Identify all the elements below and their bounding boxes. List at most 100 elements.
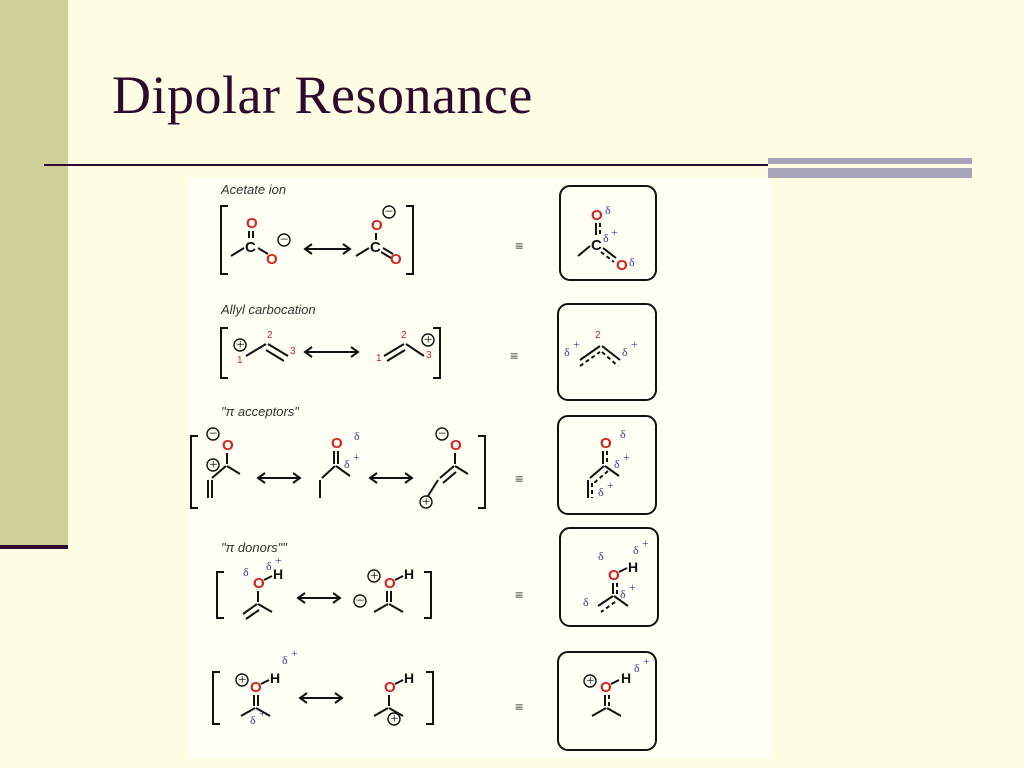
row-label-allyl: Allyl carbocation	[220, 302, 316, 317]
bond	[373, 603, 389, 613]
carbon-number: 2	[267, 330, 273, 341]
partial-charge: δ	[282, 653, 288, 667]
atom-oxygen: O	[246, 215, 258, 232]
bracket-right	[424, 571, 432, 619]
bond	[335, 465, 351, 477]
hybrid-box	[557, 651, 657, 751]
positive-charge	[235, 673, 249, 687]
bond	[242, 603, 258, 615]
negative-charge-sign: −	[385, 204, 393, 220]
positive-charge	[233, 338, 247, 352]
bond	[604, 465, 620, 477]
negative-charge	[382, 205, 396, 219]
partial-charge: δ	[598, 549, 604, 563]
bracket-left	[216, 571, 224, 619]
partial-charge: δ	[629, 255, 635, 269]
partial-bond	[593, 470, 609, 484]
atom-oxygen: O	[450, 437, 462, 454]
bond	[606, 707, 622, 717]
positive-charge-sign: +	[390, 711, 398, 727]
bond	[355, 247, 370, 257]
positive-charge	[583, 674, 597, 688]
positive-charge-sign: +	[209, 457, 217, 473]
slide-title: Dipolar Resonance	[112, 65, 533, 125]
carbon-number: 2	[401, 330, 407, 341]
carbon-number: 1	[237, 355, 243, 366]
partial-charge-sign: +	[629, 580, 636, 594]
partial-charge: δ	[634, 661, 640, 675]
atom-carbon: C	[591, 237, 602, 254]
atom-oxygen: O	[384, 575, 396, 592]
bracket-right	[478, 435, 486, 509]
hybrid-box	[559, 527, 659, 627]
equivalence-symbol: ≡	[515, 472, 523, 488]
resonance-arrow	[303, 346, 360, 358]
atom-oxygen: O	[253, 575, 265, 592]
bond	[257, 603, 273, 613]
atom-oxygen: O	[600, 435, 612, 452]
partial-charge: δ	[564, 345, 570, 359]
bond	[265, 349, 285, 362]
atom-oxygen: O	[591, 207, 603, 224]
positive-charge	[387, 712, 401, 726]
atom-oxygen: O	[384, 679, 396, 696]
resonance-arrow	[256, 472, 302, 484]
row-label-acetate: Acetate ion	[220, 182, 286, 197]
atom-hydrogen: H	[628, 559, 638, 575]
row-label-pi-donors: "π donors""	[221, 540, 288, 555]
partial-bond	[600, 601, 616, 613]
atom-oxygen: O	[222, 437, 234, 454]
negative-charge	[277, 233, 291, 247]
bond	[388, 603, 404, 613]
positive-charge-sign: +	[586, 673, 594, 689]
bond	[579, 345, 601, 361]
partial-charge-sign: +	[259, 706, 266, 720]
atom-oxygen: O	[331, 435, 343, 452]
bond	[211, 465, 227, 479]
bond	[394, 679, 404, 685]
bond	[613, 595, 629, 607]
partial-bond	[600, 251, 615, 263]
bond	[267, 343, 289, 357]
positive-charge-sign: +	[238, 672, 246, 688]
bond	[373, 707, 389, 717]
partial-charge-sign: +	[642, 536, 649, 550]
negative-charge	[353, 594, 367, 608]
partial-charge: δ	[354, 429, 360, 443]
bond	[454, 465, 469, 475]
atom-carbon: C	[245, 239, 256, 256]
partial-charge-sign: +	[573, 337, 580, 351]
partial-charge: δ	[620, 587, 626, 601]
bond	[321, 465, 336, 479]
atom-oxygen: O	[371, 217, 383, 234]
bond	[601, 345, 621, 361]
carbon-number: 3	[290, 346, 296, 357]
carbon-number: 1	[376, 353, 382, 364]
bond	[427, 479, 439, 497]
partial-charge-sign: +	[643, 654, 650, 668]
equivalence-symbol: ≡	[515, 239, 523, 255]
bond	[405, 343, 425, 357]
bond	[383, 343, 405, 357]
bond	[226, 465, 241, 475]
bond	[602, 247, 617, 259]
atom-hydrogen: H	[404, 566, 414, 582]
bond	[257, 247, 269, 255]
atom-oxygen: O	[616, 257, 628, 274]
positive-charge	[419, 495, 433, 509]
partial-charge-sign: +	[623, 450, 630, 464]
bracket-left	[220, 327, 228, 379]
partial-charge: δ	[598, 485, 604, 499]
partial-charge-sign: +	[607, 478, 614, 492]
partial-charge-sign: +	[631, 337, 638, 351]
atom-oxygen: O	[250, 679, 262, 696]
positive-charge	[367, 569, 381, 583]
atom-hydrogen: H	[404, 670, 414, 686]
partial-charge: δ	[583, 595, 589, 609]
carbon-number: 3	[426, 350, 432, 361]
bond	[439, 465, 455, 479]
negative-charge	[435, 427, 449, 441]
bond	[382, 247, 394, 255]
atom-carbon: C	[370, 239, 381, 256]
bond	[394, 575, 404, 581]
